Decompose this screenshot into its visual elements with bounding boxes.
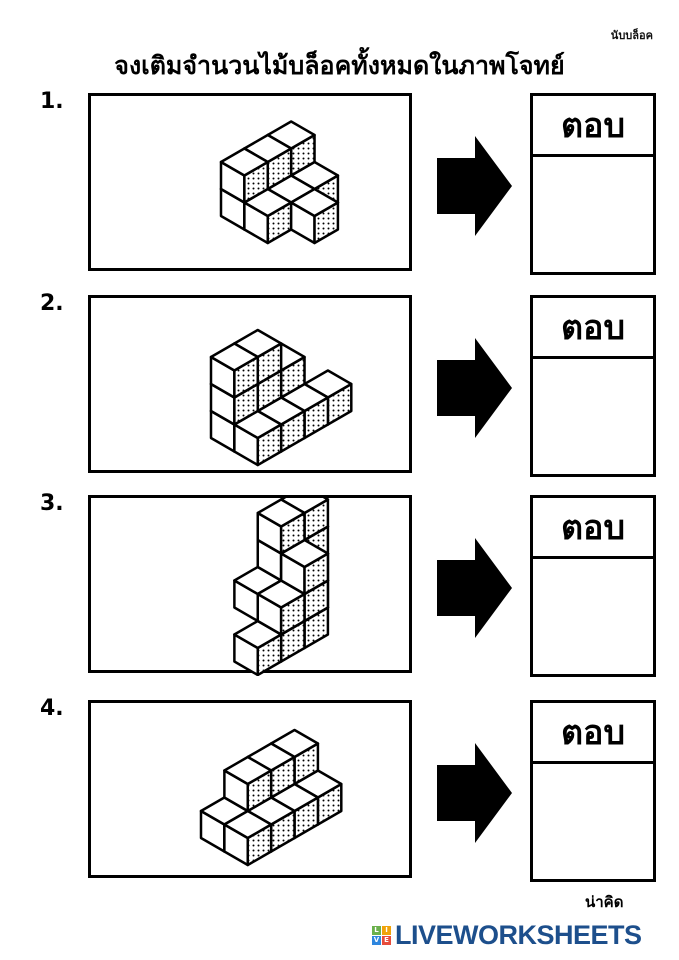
corner-label: นับบล็อค	[610, 29, 653, 42]
block	[223, 755, 273, 813]
block	[233, 409, 283, 467]
blocks-figure	[199, 728, 343, 867]
block	[289, 187, 340, 245]
blocks-figure	[209, 328, 353, 467]
liveworksheets-logo: L I V E LIVEWORKSHEETS	[372, 920, 642, 950]
answer-box: ตอบ	[530, 295, 656, 477]
block	[256, 498, 306, 555]
arrow-right-icon	[437, 538, 512, 638]
logo-letter: L	[372, 925, 381, 935]
page-title: จงเติมจำนวนไม้บล็อคทั้งหมดในภาพโจทย์	[114, 51, 565, 80]
answer-label: ตอบ	[533, 703, 653, 764]
answer-label: ตอบ	[533, 498, 653, 559]
answer-label: ตอบ	[533, 298, 653, 359]
answer-label: ตอบ	[533, 96, 653, 157]
block	[209, 342, 260, 399]
question-number: 3.	[40, 491, 64, 516]
logo-icon: L I V E	[372, 925, 391, 945]
question-number: 1.	[40, 89, 64, 114]
arrow-right-icon	[437, 338, 512, 438]
logo-letter: I	[382, 925, 391, 935]
answer-input[interactable]	[533, 359, 653, 477]
arrow-right-icon	[437, 743, 512, 843]
arrow-right-icon	[437, 136, 512, 236]
blocks-figure	[233, 498, 330, 676]
question-figure	[88, 495, 412, 676]
block	[219, 147, 270, 204]
question-figure	[88, 700, 412, 878]
answer-box: ตอบ	[530, 93, 656, 275]
block	[223, 809, 273, 867]
answer-input[interactable]	[533, 157, 653, 275]
answer-box: ตอบ	[530, 495, 656, 677]
logo-letter: V	[372, 935, 381, 945]
question-figure	[88, 295, 412, 473]
blocks-figure	[219, 120, 340, 245]
question-number: 2.	[40, 291, 64, 316]
question-figure	[88, 93, 412, 271]
logo-letter: E	[382, 935, 391, 945]
answer-box: ตอบ	[530, 700, 656, 882]
overlay-text: น่าคิด	[585, 893, 624, 911]
question-number: 4.	[40, 696, 64, 721]
answer-input[interactable]	[533, 764, 653, 882]
brand-text: LIVEWORKSHEETS	[395, 920, 642, 950]
answer-input[interactable]	[533, 559, 653, 677]
